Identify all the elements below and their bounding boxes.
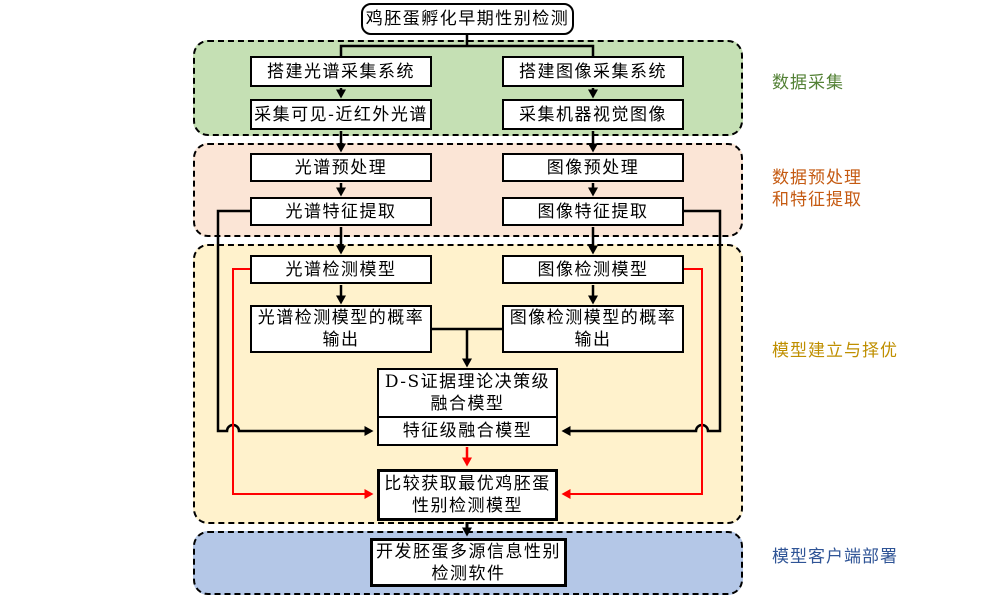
box-image-preprocess: 图像预处理 bbox=[502, 153, 684, 182]
box-collect-images: 采集机器视觉图像 bbox=[502, 99, 684, 130]
section-label-data-collection: 数据采集 bbox=[772, 73, 844, 93]
box-build-spectrum-system: 搭建光谱采集系统 bbox=[250, 56, 432, 87]
box-spectrum-model: 光谱检测模型 bbox=[250, 255, 432, 284]
box-image-prob-output: 图像检测模型的概率 输出 bbox=[502, 305, 684, 353]
box-spectrum-features: 光谱特征提取 bbox=[250, 197, 432, 226]
box-feature-fusion-model: 特征级融合模型 bbox=[377, 416, 558, 446]
box-collect-spectra: 采集可见-近红外光谱 bbox=[250, 99, 432, 130]
box-spectrum-preprocess: 光谱预处理 bbox=[250, 153, 432, 182]
box-image-features: 图像特征提取 bbox=[502, 197, 684, 226]
section-label-deployment: 模型客户端部署 bbox=[772, 547, 898, 567]
section-label-modeling: 模型建立与择优 bbox=[772, 341, 898, 361]
box-spectrum-prob-output: 光谱检测模型的概率 输出 bbox=[250, 305, 432, 353]
box-image-model: 图像检测模型 bbox=[502, 255, 684, 284]
box-develop-software: 开发胚蛋多源信息性别 检测软件 bbox=[370, 538, 567, 587]
title-box: 鸡胚蛋孵化早期性别检测 bbox=[361, 3, 574, 35]
box-compare-best-model: 比较获取最优鸡胚蛋 性别检测模型 bbox=[377, 469, 558, 521]
box-ds-fusion-model: D-S证据理论决策级 融合模型 bbox=[377, 368, 558, 418]
section-label-preprocessing: 数据预处理 和特征提取 bbox=[772, 168, 862, 210]
box-build-image-system: 搭建图像采集系统 bbox=[502, 56, 684, 87]
